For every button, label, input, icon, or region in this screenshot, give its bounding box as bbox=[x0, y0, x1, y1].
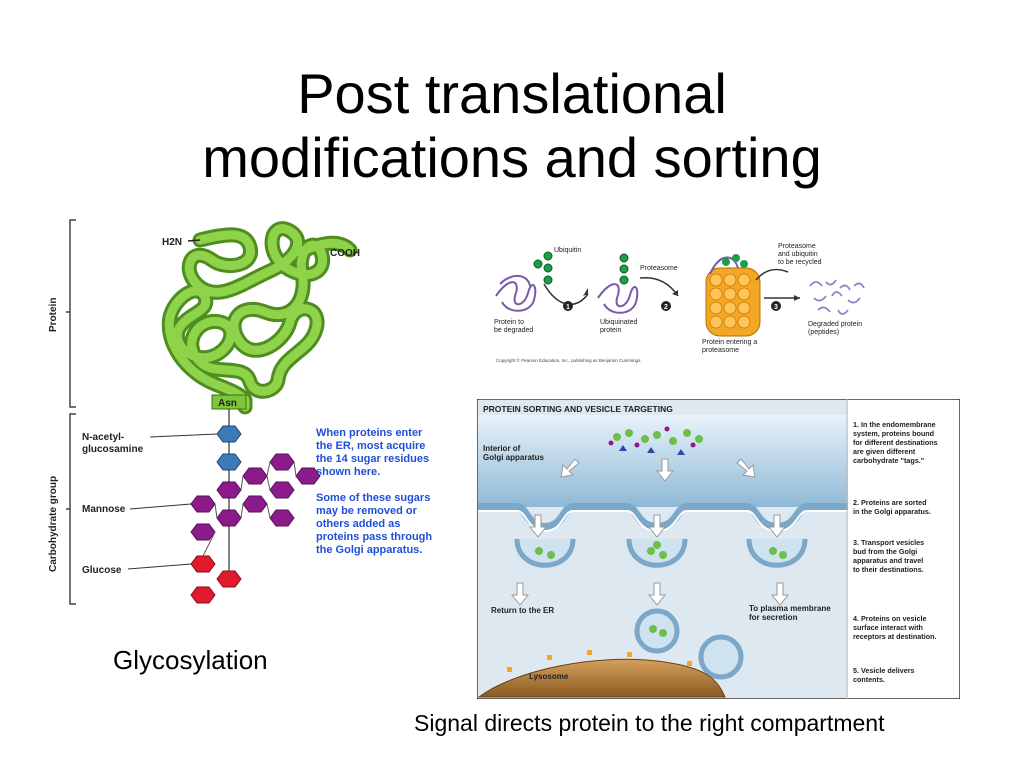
cargo-proteins bbox=[608, 426, 703, 455]
protein-chain bbox=[161, 221, 358, 415]
sorting-step-5: 5. Vesicle delivers contents. bbox=[853, 666, 917, 684]
caption-glycosylation: Glycosylation bbox=[113, 645, 268, 675]
proteasome-barrel bbox=[705, 254, 761, 337]
ubiquinated-label-2: protein bbox=[600, 327, 622, 334]
mannose-units bbox=[190, 453, 321, 541]
protein-sorting-diagram: PROTEIN SORTING AND VESICLE TARGETING In… bbox=[477, 399, 960, 699]
recycled-label-3: to be recycled bbox=[778, 259, 822, 266]
recycled-label-1: Proteasome bbox=[778, 243, 816, 250]
n-acetyl-label-1: N-acetyl- bbox=[82, 432, 124, 443]
ubiquitin-attached bbox=[619, 253, 629, 285]
h2n-label: H2N bbox=[162, 237, 182, 248]
axis-protein-label: Protein bbox=[48, 298, 59, 332]
glucose-units bbox=[190, 555, 242, 604]
title-line-1: Post translational bbox=[297, 62, 727, 125]
axis-brackets bbox=[66, 219, 76, 605]
n-acetylglucosamine-units bbox=[216, 425, 242, 471]
protein-coil-1 bbox=[495, 275, 537, 312]
degraded-label-2: (peptides) bbox=[808, 329, 839, 336]
sorting-arrows bbox=[510, 458, 790, 606]
step-3-label: 3 bbox=[774, 304, 778, 311]
proteasome-label: Proteasome bbox=[640, 265, 678, 272]
receptors bbox=[507, 650, 692, 672]
arrow-step-2 bbox=[639, 276, 679, 297]
interior-label-2: Golgi apparatus bbox=[483, 453, 544, 462]
proteasome-diagram: Protein to be degraded Ubiquitin 1 Ubiqu… bbox=[494, 243, 865, 363]
glucose-label: Glucose bbox=[82, 565, 122, 576]
mannose-label: Mannose bbox=[82, 504, 126, 515]
plasma-label-2: for secretion bbox=[749, 613, 798, 622]
step-2-label: 2 bbox=[664, 304, 668, 311]
protein-coil-2 bbox=[597, 283, 639, 314]
interior-label-1: Interior of bbox=[483, 444, 521, 453]
sorting-step-4: 4. Proteins on vesicle surface interact … bbox=[853, 614, 936, 641]
sugar-links bbox=[202, 461, 297, 557]
recycled-label-2: and ubiquitin bbox=[778, 251, 818, 258]
plasma-label-1: To plasma membrane bbox=[749, 604, 831, 613]
glycosylation-diagram: Protein Carbohydrate group H2N COOH Asn bbox=[48, 219, 435, 605]
step-1-badge bbox=[563, 301, 573, 311]
return-er-label: Return to the ER bbox=[491, 606, 554, 615]
title-line-2: modifications and sorting bbox=[202, 126, 822, 189]
asn-label: Asn bbox=[218, 398, 237, 409]
sorting-step-3: 3. Transport vesicles bud from the Golgi… bbox=[853, 538, 926, 574]
vesicle-cargo bbox=[535, 541, 787, 687]
glyco-note-1: When proteins enter the ER, most acquire… bbox=[316, 427, 432, 478]
sorting-step-1: 1. In the endomembrane system, proteins … bbox=[853, 420, 940, 465]
slide-title: Post translational modifications and sor… bbox=[0, 62, 1024, 190]
ubiquitin-chain bbox=[533, 251, 553, 285]
entering-label-2: proteasome bbox=[702, 347, 739, 354]
protein-degraded-label-1: Protein to bbox=[494, 319, 524, 326]
copyright-text: Copyright © Pearson Education, Inc., pub… bbox=[496, 357, 642, 363]
caption-signal: Signal directs protein to the right comp… bbox=[414, 710, 885, 736]
peptide-fragments bbox=[809, 279, 865, 315]
sorting-header: PROTEIN SORTING AND VESICLE TARGETING bbox=[483, 404, 673, 414]
ubiquitin-label: Ubiquitin bbox=[554, 247, 581, 254]
sorting-step-2: 2. Proteins are sorted in the Golgi appa… bbox=[853, 498, 931, 516]
step-2-badge bbox=[661, 301, 671, 311]
step-1-label: 1 bbox=[566, 304, 570, 311]
n-acetyl-label-2: glucosamine bbox=[82, 444, 144, 455]
lysosome-label: Lysosome bbox=[529, 672, 569, 681]
step-3-badge bbox=[771, 301, 781, 311]
lysosome bbox=[477, 658, 726, 698]
axis-carbohydrate-label: Carbohydrate group bbox=[48, 476, 59, 572]
transport-vesicles bbox=[514, 538, 808, 680]
glyco-note-2: Some of these sugars may be removed or o… bbox=[316, 492, 435, 556]
entering-label-1: Protein entering a bbox=[702, 339, 757, 346]
protein-degraded-label-2: be degraded bbox=[494, 327, 533, 334]
ubiquinated-label-1: Ubiquinated bbox=[600, 319, 637, 326]
degraded-label-1: Degraded protein bbox=[808, 321, 862, 328]
cooh-label: COOH bbox=[330, 248, 360, 259]
arrow-step-1 bbox=[543, 283, 589, 306]
